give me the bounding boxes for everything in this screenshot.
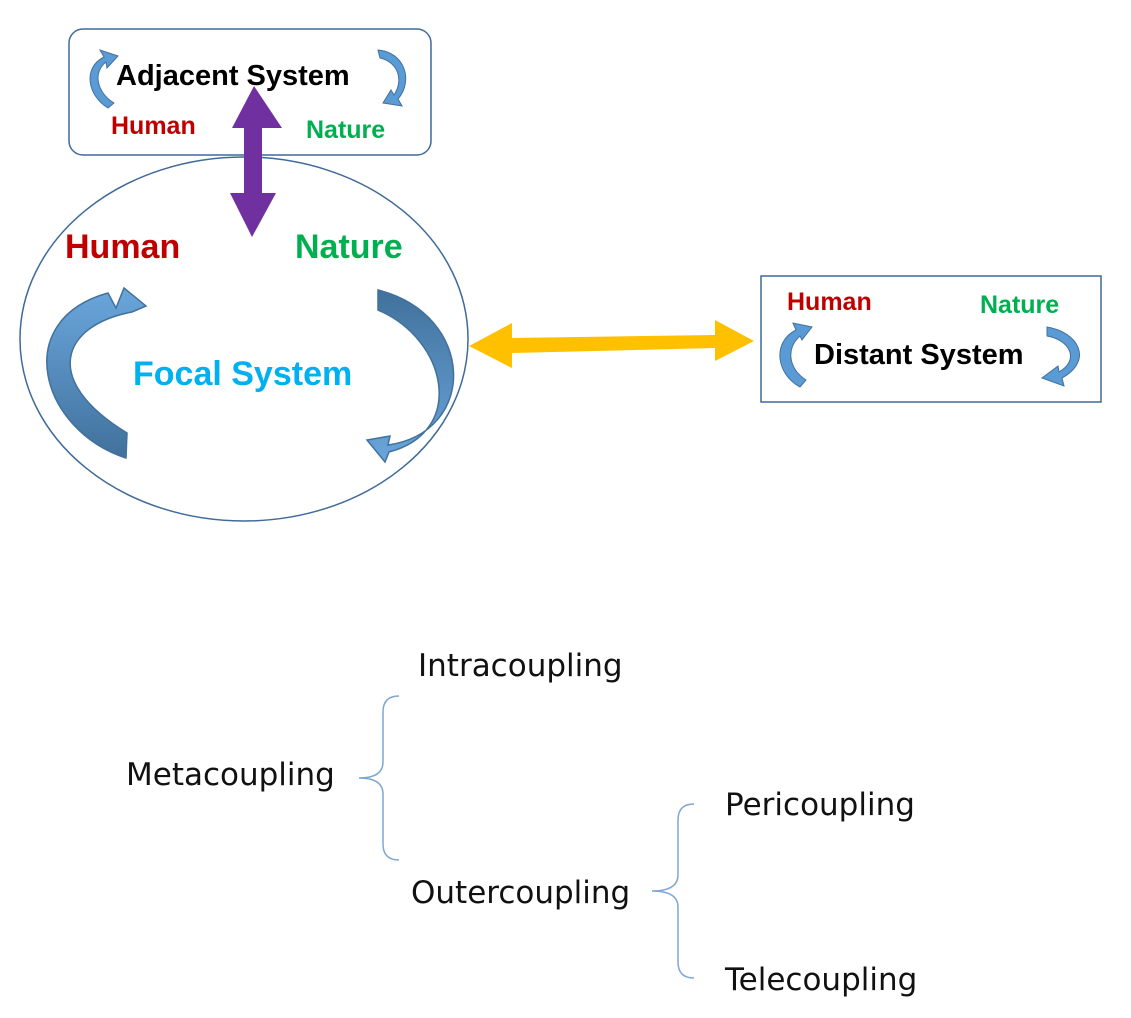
outercoupling-bracket	[651, 803, 695, 979]
focal-nature-to-human-arrow	[365, 289, 455, 464]
tree-pericoupling: Pericoupling	[725, 787, 915, 823]
tree-outercoupling: Outercoupling	[411, 875, 631, 911]
focal-distant-link-arrow	[469, 320, 754, 368]
distant-system-box	[760, 275, 1102, 403]
distant-human-label: Human	[787, 288, 872, 316]
distant-human-cycle-arrow	[779, 322, 813, 388]
distant-nature-cycle-arrow	[1040, 326, 1080, 387]
distant-system-title: Distant System	[814, 339, 1024, 371]
adjacent-system-title: Adjacent System	[116, 60, 350, 92]
adjacent-nature-cycle-arrow	[377, 49, 407, 107]
focal-human-label: Human	[65, 228, 181, 266]
tree-metacoupling: Metacoupling	[126, 757, 335, 793]
tree-intracoupling: Intracoupling	[418, 648, 623, 684]
focal-human-to-nature-arrow	[46, 286, 148, 460]
adjacent-nature-label: Nature	[306, 116, 386, 144]
adjacent-focal-link-arrow	[230, 86, 282, 237]
tree-telecoupling: Telecoupling	[725, 962, 918, 998]
focal-nature-label: Nature	[295, 228, 403, 266]
distant-nature-label: Nature	[980, 291, 1060, 319]
focal-system-title: Focal System	[133, 355, 353, 393]
adjacent-human-label: Human	[111, 112, 196, 140]
adjacent-human-cycle-arrow	[89, 49, 119, 109]
metacoupling-bracket	[358, 695, 400, 861]
